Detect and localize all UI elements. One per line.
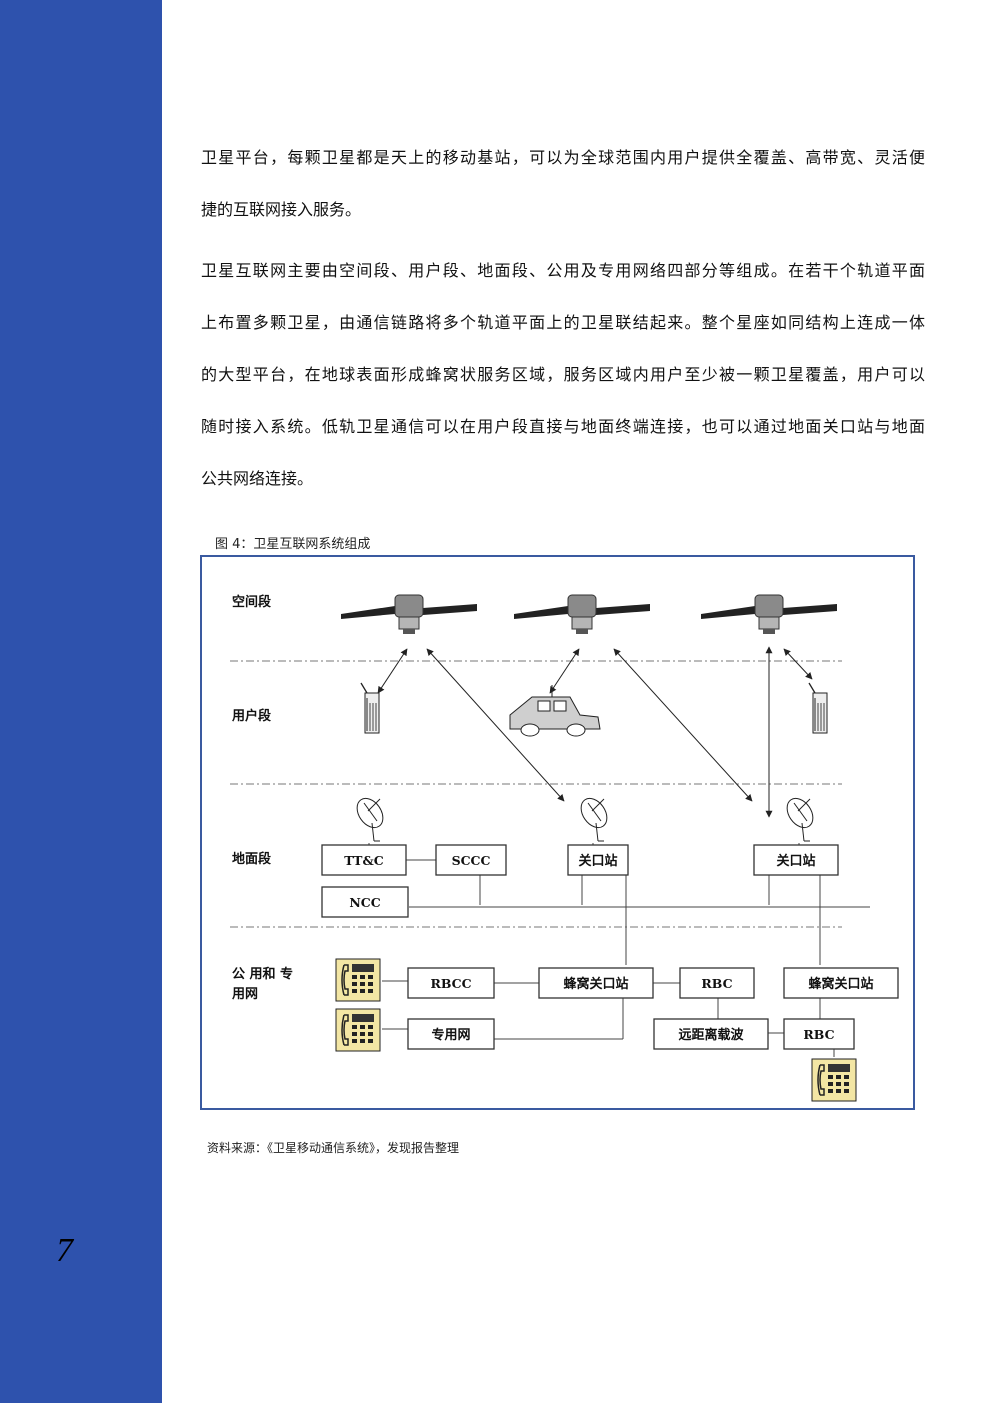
paragraph-line: 卫星互联网主要由空间段、用户段、地面段、公用及专用网络四部分等组成。在若干个轨道… [201, 261, 925, 280]
box-rbcc: RBCC [407, 967, 495, 999]
svg-text:TT&C: TT&C [344, 853, 383, 868]
link-arrow [377, 648, 408, 694]
satellite-icon [700, 594, 838, 635]
link-arrow [613, 648, 753, 802]
paragraph-line: 公共网络连接。 [201, 469, 314, 488]
dish-icon [575, 793, 613, 842]
box-ncc: NCC [321, 886, 409, 918]
telephone-icon [335, 1008, 381, 1052]
telephone-icon [335, 958, 381, 1002]
svg-text:RBC: RBC [701, 976, 732, 991]
box-private-network: 专用网 [407, 1018, 495, 1050]
box-long-distance-carrier: 远距离载波 [653, 1018, 769, 1050]
dish-icon [351, 793, 389, 842]
label-space-segment: 空间段 [232, 594, 271, 610]
box-rbc-2: RBC [783, 1018, 855, 1050]
svg-text:远距离载波: 远距离载波 [678, 1027, 744, 1043]
label-network-segment-1: 公 用和 专 [232, 966, 293, 982]
link-arrow [783, 648, 813, 680]
svg-text:NCC: NCC [349, 895, 380, 910]
link-arrow [426, 648, 565, 802]
box-cellular-gateway-2: 蜂窝关口站 [783, 967, 899, 999]
paragraph-line: 的大型平台，在地球表面形成蜂窝状服务区域，服务区域内用户至少被一颗卫星覆盖，用户… [201, 365, 925, 384]
figure-source: 资料来源：《卫星移动通信系统》，发现报告整理 [207, 1141, 460, 1155]
handset-icon [808, 682, 828, 734]
figure-caption: 图 4：卫星互联网系统组成 [215, 537, 371, 552]
satellite-icon [340, 594, 478, 635]
svg-text:专用网: 专用网 [431, 1027, 470, 1043]
vehicle-icon [509, 685, 601, 737]
label-user-segment: 用户段 [231, 708, 271, 724]
box-ttc: TT&C [321, 844, 407, 876]
paragraph-line: 捷的互联网接入服务。 [201, 200, 362, 219]
sidebar-band: 7 [0, 0, 162, 1403]
svg-text:关口站: 关口站 [578, 853, 617, 869]
label-ground-segment: 地面段 [232, 851, 271, 867]
svg-text:蜂窝关口站: 蜂窝关口站 [808, 976, 873, 992]
paragraph-line: 上布置多颗卫星，由通信链路将多个轨道平面上的卫星联结起来。整个星座如同结构上连成… [201, 313, 925, 332]
box-cellular-gateway-1: 蜂窝关口站 [538, 967, 654, 999]
box-gateway-1: 关口站 [567, 844, 629, 876]
svg-text:关口站: 关口站 [776, 853, 815, 869]
svg-text:RBCC: RBCC [430, 976, 471, 991]
dish-icon [781, 793, 819, 842]
svg-text:SCCC: SCCC [452, 853, 491, 868]
page-number: 7 [56, 1232, 73, 1269]
link-arrow [549, 648, 580, 694]
svg-text:蜂窝关口站: 蜂窝关口站 [563, 976, 628, 992]
telephone-icon [811, 1058, 857, 1102]
box-sccc: SCCC [435, 844, 507, 876]
paragraph-1: 卫星平台，每颗卫星都是天上的移动基站，可以为全球范围内用户提供全覆盖、高带宽、灵… [201, 132, 925, 236]
svg-text:RBC: RBC [803, 1027, 834, 1042]
box-rbc-1: RBC [679, 967, 755, 999]
paragraph-2: 卫星互联网主要由空间段、用户段、地面段、公用及专用网络四部分等组成。在若干个轨道… [201, 245, 925, 505]
handset-icon [360, 682, 380, 734]
system-diagram: 空间段 用户段 地面段 公 用和 专 用网 [230, 594, 899, 1102]
label-network-segment-2: 用网 [231, 987, 258, 1002]
paragraph-line: 随时接入系统。低轨卫星通信可以在用户段直接与地面终端连接，也可以通过地面关口站与… [201, 417, 925, 436]
box-gateway-2: 关口站 [753, 844, 839, 876]
figure-satellite-system: 空间段 用户段 地面段 公 用和 专 用网 [200, 555, 915, 1110]
satellite-icon [513, 594, 651, 635]
paragraph-line: 卫星平台，每颗卫星都是天上的移动基站，可以为全球范围内用户提供全覆盖、高带宽、灵… [201, 148, 925, 167]
